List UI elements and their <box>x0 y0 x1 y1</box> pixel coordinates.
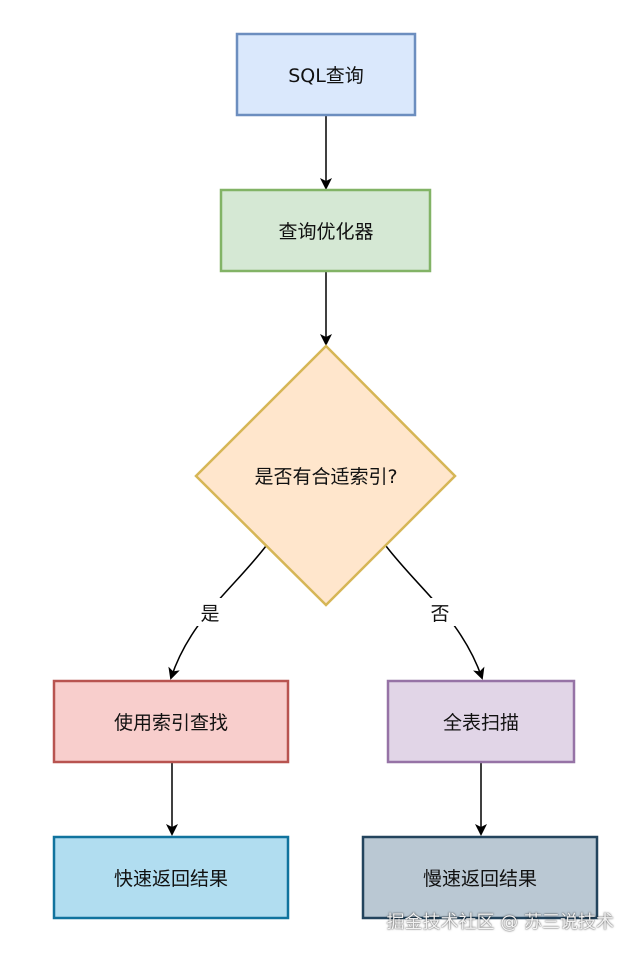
node-fast-return-box <box>52 835 290 920</box>
node-slow-return-box <box>361 835 599 920</box>
node-decision-index[interactable]: 是否有合适索引? <box>194 344 457 607</box>
node-full-scan-label: 全表扫描 <box>443 712 519 734</box>
node-query-optimizer[interactable]: 查询优化器 <box>219 188 432 273</box>
node-full-scan[interactable]: 全表扫描 <box>386 679 576 764</box>
node-use-index[interactable]: 使用索引查找 <box>52 679 290 764</box>
node-use-index-label: 使用索引查找 <box>114 712 228 734</box>
node-fast-return-label: 快速返回结果 <box>114 868 228 890</box>
node-query-optimizer-box <box>219 188 432 273</box>
node-decision-index-diamond <box>194 344 457 607</box>
watermark: 掘金技术社区 @ 苏三说技术 <box>386 912 614 933</box>
node-sql-query-box <box>235 32 417 117</box>
node-full-scan-box <box>386 679 576 764</box>
node-fast-return[interactable]: 快速返回结果 <box>52 835 290 920</box>
node-sql-query[interactable]: SQL查询 <box>235 32 417 117</box>
node-decision-index-label: 是否有合适索引? <box>254 466 397 488</box>
edge-label-yes: 是 <box>200 603 219 625</box>
edge-label-no: 否 <box>430 603 449 625</box>
node-slow-return[interactable]: 慢速返回结果 <box>361 835 599 920</box>
node-sql-query-label: SQL查询 <box>288 65 364 87</box>
node-use-index-box <box>52 679 290 764</box>
node-slow-return-label: 慢速返回结果 <box>423 868 537 890</box>
node-query-optimizer-label: 查询优化器 <box>278 221 373 243</box>
